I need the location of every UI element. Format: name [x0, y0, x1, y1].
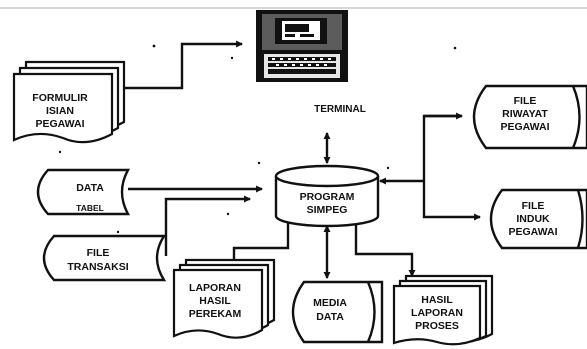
- formulir-line-3: PEGAWAI: [35, 118, 84, 130]
- node-hasil-laporan-proses: HASIL LAPORAN PROSES: [392, 274, 494, 346]
- laporan-proses-line-3: PROSES: [415, 320, 459, 332]
- formulir-line-2: ISIAN: [46, 105, 74, 117]
- node-file-transaksi: FILE TRANSAKSI: [42, 234, 167, 282]
- laporan-perekam-line-1: LAPORAN: [189, 282, 241, 294]
- node-laporan-hasil-perekam: LAPORAN HASIL PEREKAM: [172, 258, 276, 339]
- media-data-line-1: MEDIA: [313, 297, 347, 309]
- program-line-1: PROGRAM: [300, 191, 355, 203]
- file-riwayat-line-3: PEGAWAI: [500, 121, 549, 133]
- node-file-induk-pegawai: FILE INDUK PEGAWAI: [489, 188, 587, 250]
- file-induk-line-2: INDUK: [516, 213, 550, 225]
- node-program-simpeg: PROGRAM SIMPEG: [274, 164, 380, 228]
- node-data-tabel: DATA TABEL: [36, 168, 131, 216]
- laporan-proses-line-1: HASIL: [421, 294, 453, 306]
- program-line-2: SIMPEG: [307, 204, 348, 216]
- file-transaksi-line-2: TRANSAKSI: [67, 261, 128, 273]
- node-formulir-isian-pegawai: FORMULIR ISIAN PEGAWAI: [12, 60, 126, 144]
- arrow-program-to-perekam: [230, 223, 290, 268]
- arrow-transaksi-to-program: [164, 195, 252, 256]
- arrow-program-riwayat-induk: [380, 114, 480, 217]
- file-induk-line-3: PEGAWAI: [508, 226, 557, 238]
- computer-terminal-icon: [256, 10, 348, 82]
- data-tabel-line-2: TABEL: [76, 203, 104, 213]
- scan-speckles: [58, 44, 457, 234]
- file-riwayat-line-2: RIWAYAT: [502, 108, 548, 120]
- connectors: [124, 40, 480, 280]
- arrow-formulir-to-terminal: [124, 40, 244, 90]
- formulir-line-1: FORMULIR: [32, 92, 88, 104]
- laporan-proses-line-2: LAPORAN: [411, 307, 463, 319]
- file-riwayat-line-1: FILE: [514, 95, 537, 107]
- laporan-perekam-line-2: HASIL: [199, 295, 231, 307]
- data-tabel-line-1: DATA: [76, 182, 104, 194]
- node-media-data: MEDIA DATA: [291, 280, 384, 344]
- arrow-program-to-proses: [354, 222, 416, 278]
- node-file-riwayat-pegawai: FILE RIWAYAT PEGAWAI: [472, 84, 587, 150]
- file-induk-line-1: FILE: [522, 200, 545, 212]
- file-transaksi-line-1: FILE: [87, 247, 110, 259]
- laporan-perekam-line-3: PEREKAM: [189, 308, 242, 320]
- media-data-line-2: DATA: [316, 311, 344, 323]
- terminal-label: TERMINAL: [314, 104, 366, 115]
